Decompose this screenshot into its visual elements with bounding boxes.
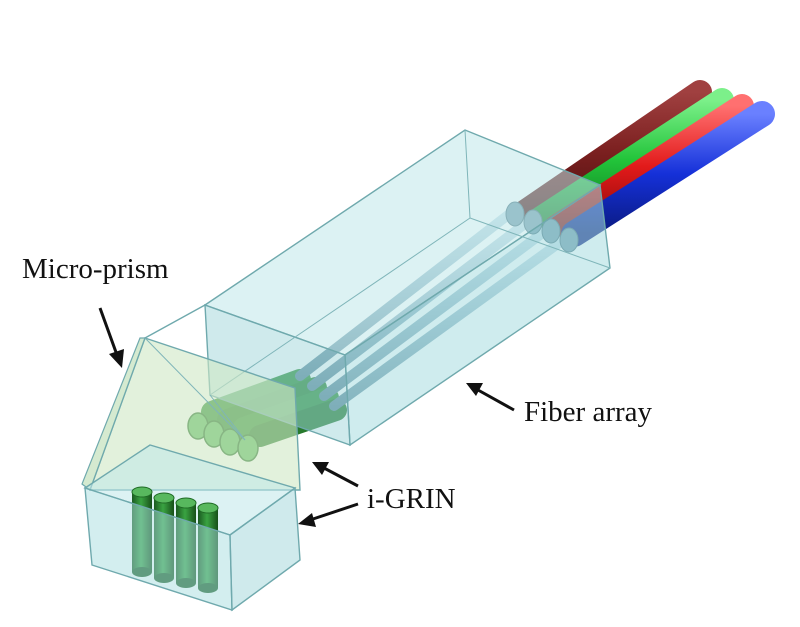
- label-fiber-array: Fiber array: [524, 396, 653, 428]
- annotation-arrows: [98, 307, 515, 527]
- fiber-array-housing: [203, 129, 611, 447]
- label-igrin: i-GRIN: [367, 483, 456, 515]
- fiber-blue: [561, 101, 775, 247]
- arrow-igrin-upper: [312, 462, 359, 488]
- lower-grin-housing: [83, 444, 301, 612]
- arrow-fiber-array: [466, 383, 515, 412]
- label-micro-prism: Micro-prism: [22, 253, 169, 285]
- arrow-micro-prism: [98, 307, 124, 368]
- arrow-igrin-lower: [298, 502, 359, 527]
